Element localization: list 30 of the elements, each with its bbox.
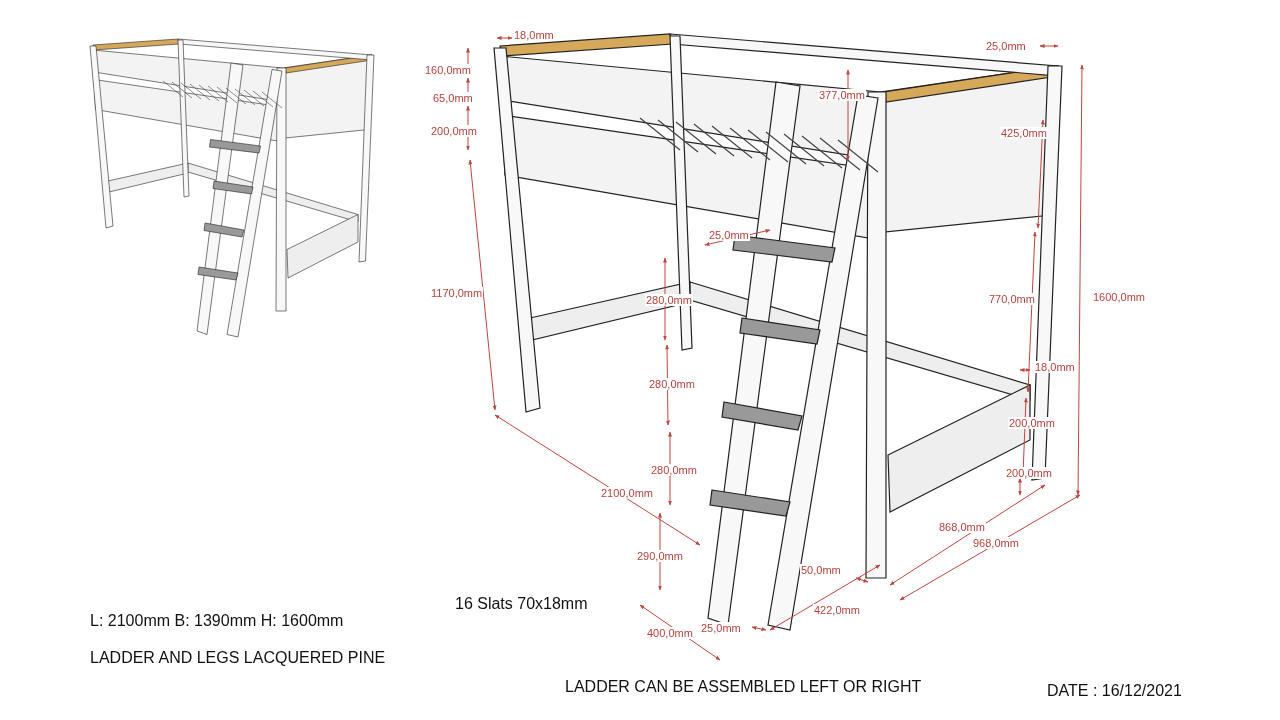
dimension-label: 65,0mm [432, 92, 474, 105]
note-text: LADDER AND LEGS LACQUERED PINE [90, 649, 386, 667]
dimension-label: 50,0mm [800, 564, 842, 577]
dimension-label: 968,0mm [972, 537, 1020, 550]
note-text: DATE : 16/12/2021 [1047, 682, 1182, 700]
dimension-label: 868,0mm [938, 521, 986, 534]
dimension-label: 1170,0mm [430, 287, 484, 300]
dimension-label: 160,0mm [424, 64, 472, 77]
dimension-label: 290,0mm [636, 550, 684, 563]
dimension-label: 200,0mm [430, 125, 478, 138]
dimension-label: 18,0mm [513, 29, 555, 42]
dimension-label: 280,0mm [645, 294, 693, 307]
dimension-label: 1600,0mm [1092, 291, 1146, 304]
dimension-label: 25,0mm [700, 622, 742, 635]
dimension-label: 377,0mm [818, 89, 866, 102]
dimension-label: 400,0mm [646, 627, 694, 640]
dimension-label: 422,0mm [813, 604, 861, 617]
dimension-label: 25,0mm [708, 229, 750, 242]
dimension-label: 425,0mm [1000, 127, 1048, 140]
dimension-label: 2100,0mm [600, 487, 654, 500]
dimension-label: 280,0mm [650, 464, 698, 477]
dimension-label: 18,0mm [1034, 361, 1076, 374]
dimension-label: 770,0mm [988, 293, 1036, 306]
dimension-label: 280,0mm [648, 378, 696, 391]
dimension-label: 200,0mm [1005, 467, 1053, 480]
note-text: LADDER CAN BE ASSEMBLED LEFT OR RIGHT [565, 678, 922, 696]
dimension-label: 25,0mm [985, 40, 1027, 53]
dimension-label: 200,0mm [1008, 417, 1056, 430]
note-text: L: 2100mm B: 1390mm H: 1600mm [90, 612, 344, 630]
note-text: 16 Slats 70x18mm [455, 595, 588, 613]
